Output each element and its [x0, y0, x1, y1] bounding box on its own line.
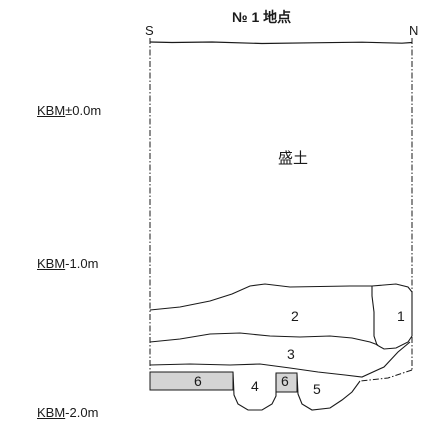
layer-label: 6 [194, 373, 202, 389]
layer-2-3-boundary [149, 332, 379, 346]
level-value: -1.0m [65, 256, 99, 271]
ground-surface-line [149, 41, 413, 45]
layer-2-top-boundary [149, 283, 372, 311]
fill-soil-label: 盛土 [278, 150, 309, 167]
level-label: KBM±0.0m [37, 104, 101, 117]
level-label: KBM-1.0m [37, 257, 98, 270]
level-value: ±0.0m [65, 103, 102, 118]
level-prefix: KBM [37, 256, 66, 271]
layer-4-pit [232, 371, 277, 411]
layer-label: 1 [397, 308, 405, 324]
south-label: S [145, 23, 154, 38]
layer-label: 6 [281, 373, 289, 389]
layer-label: 2 [291, 308, 299, 324]
layer-label: 4 [251, 378, 259, 394]
page-title: № 1 地点 [232, 9, 292, 25]
level-prefix: KBM [37, 103, 66, 118]
layer-6-left-area [149, 371, 234, 391]
layer-5-pit [296, 373, 361, 411]
layer-label: 3 [287, 346, 295, 362]
level-prefix: KBM [37, 405, 66, 420]
north-label: N [409, 23, 419, 38]
layer-1-boundary [371, 283, 413, 350]
level-label: KBM-2.0m [37, 406, 98, 419]
excavation-limit-line [359, 369, 413, 382]
layer-label: 5 [313, 381, 321, 397]
level-value: -2.0m [65, 405, 99, 420]
layer-3-bottom-boundary [149, 341, 411, 378]
